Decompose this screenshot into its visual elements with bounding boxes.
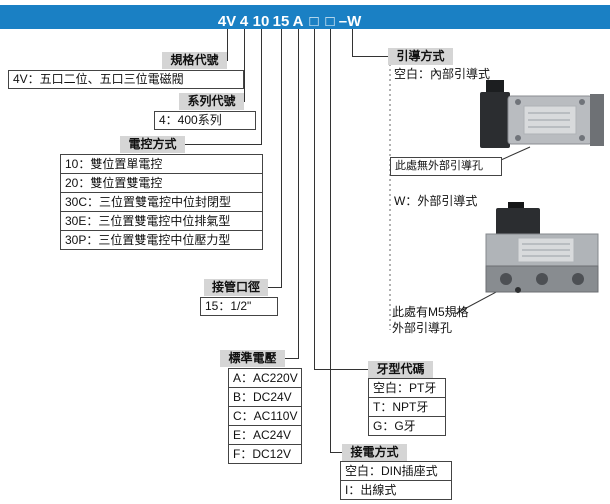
- thread-option-row: 空白：PT牙: [373, 381, 437, 395]
- code-part-thread: □: [309, 13, 319, 30]
- port-value-box: 15：1/2": [200, 297, 278, 316]
- pilot-internal-note-box: 此處無外部引導孔: [390, 157, 502, 176]
- tag-spec: 規格代號: [162, 52, 227, 69]
- code-part-spec: 4V: [217, 13, 237, 30]
- thread-option-row: T：NPT牙: [369, 397, 445, 416]
- wiring-options-table: 空白：DIN插座式 I：出線式: [340, 461, 452, 500]
- control-option-row: 30P：三位置雙電控中位壓力型: [61, 230, 262, 249]
- connector-line: [285, 358, 299, 359]
- connector-line: [330, 452, 343, 453]
- code-part-wiring: □: [325, 13, 335, 30]
- spec-value-box: 4V：五口二位、五口三位電磁閥: [8, 70, 244, 89]
- control-option-row: 20：雙位置雙電控: [61, 173, 262, 192]
- connector-line: [352, 56, 388, 57]
- valve-photo-external-pilot: [478, 202, 606, 307]
- header-bar: 4V 4 10 15 A □ □ –W: [0, 5, 610, 30]
- tag-control: 電控方式: [120, 136, 185, 153]
- tag-thread: 牙型代碼: [368, 361, 433, 378]
- wiring-option-row: I：出線式: [341, 480, 451, 499]
- connector-line: [244, 29, 245, 102]
- series-value-box: 4：400系列: [154, 111, 256, 130]
- thread-options-table: 空白：PT牙 T：NPT牙 G：G牙: [368, 378, 446, 436]
- tag-series: 系列代號: [179, 93, 244, 110]
- voltage-option-row: A：AC220V: [233, 371, 298, 385]
- pilot-external-note-line1: 此處有M5規格: [392, 305, 469, 319]
- control-option-row: 10：雙位置單電控: [65, 157, 163, 171]
- tag-wiring: 接電方式: [342, 444, 407, 461]
- connector-line: [298, 29, 299, 359]
- tag-pilot: 引導方式: [388, 48, 453, 65]
- wiring-option-row: 空白：DIN插座式: [345, 464, 438, 478]
- code-part-series: 4: [239, 13, 249, 30]
- voltage-options-table: A：AC220V B：DC24V C：AC110V E：AC24V F：DC12…: [228, 368, 302, 464]
- voltage-option-row: E：AC24V: [229, 425, 301, 444]
- voltage-option-row: B：DC24V: [229, 387, 301, 406]
- control-option-row: 30C：三位置雙電控中位封閉型: [61, 192, 262, 211]
- connector-line: [227, 29, 228, 61]
- code-part-control: 10: [252, 13, 270, 30]
- code-part-pilot: –W: [338, 13, 362, 30]
- pilot-external-note-line2: 外部引導孔: [392, 321, 453, 335]
- connector-line: [314, 369, 368, 370]
- tag-voltage: 標準電壓: [220, 350, 285, 367]
- connector-line: [268, 287, 282, 288]
- voltage-option-row: F：DC12V: [229, 444, 301, 463]
- control-options-table: 10：雙位置單電控 20：雙位置雙電控 30C：三位置雙電控中位封閉型 30E：…: [60, 154, 263, 250]
- connector-line: [185, 144, 262, 145]
- pilot-internal-label: 空白：內部引導式: [394, 67, 491, 81]
- connector-line: [352, 29, 353, 57]
- voltage-option-row: C：AC110V: [229, 406, 301, 425]
- code-part-port: 15: [272, 13, 290, 30]
- connector-line: [261, 29, 262, 145]
- connector-line: [281, 29, 282, 288]
- connector-line: [330, 29, 331, 453]
- thread-option-row: G：G牙: [369, 416, 445, 435]
- code-part-voltage: A: [292, 13, 304, 30]
- tag-port: 接管口徑: [204, 279, 268, 296]
- valve-photo-internal-pilot: [478, 78, 606, 167]
- control-option-row: 30E：三位置雙電控中位排氣型: [61, 211, 262, 230]
- pilot-external-label: W：外部引導式: [394, 194, 478, 208]
- connector-line: [314, 29, 315, 370]
